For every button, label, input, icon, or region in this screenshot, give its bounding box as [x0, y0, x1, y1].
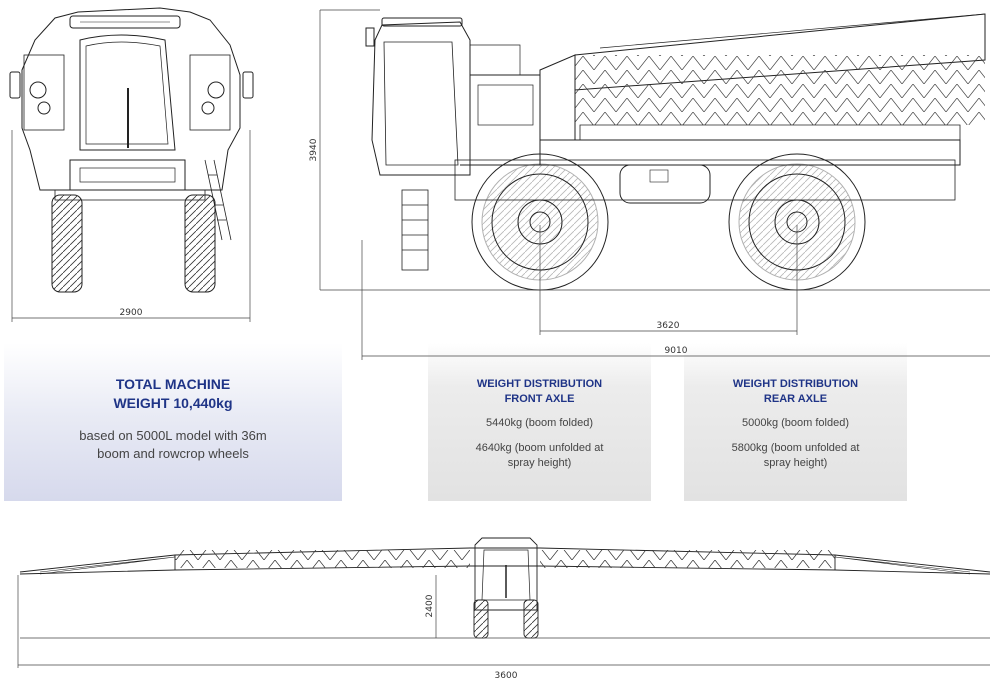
height-label: 3940	[309, 138, 319, 161]
total-weight-title-line2: WEIGHT 10,440kg	[113, 395, 233, 411]
wheelbase-label: 3620	[657, 321, 680, 331]
boom-width-label: 3600	[495, 671, 518, 680]
side-view-drawing	[365, 13, 986, 291]
wheelbase-dimension	[539, 225, 798, 335]
boom-unfolded-drawing	[19, 537, 990, 639]
total-weight-panel: TOTAL MACHINE WEIGHT 10,440kg based on 5…	[4, 343, 342, 501]
total-weight-desc-line2: boom and rowcrop wheels	[97, 446, 249, 461]
front-axle-folded: 5440kg (boom folded)	[485, 417, 593, 429]
rear-axle-title-line1: WEIGHT DISTRIBUTION	[732, 378, 859, 390]
front-axle-unfolded-line1: 4640kg (boom unfolded at	[475, 442, 604, 454]
total-weight-desc-line1: based on 5000L model with 36m	[79, 428, 267, 443]
total-weight-title-line1: TOTAL MACHINE	[115, 376, 231, 392]
front-axle-title-line2: FRONT AXLE	[504, 393, 575, 405]
rear-axle-unfolded-line1: 5800kg (boom unfolded at	[731, 442, 860, 454]
rear-axle-unfolded-line2: spray height)	[763, 457, 828, 469]
front-axle-panel: WEIGHT DISTRIBUTION FRONT AXLE 5440kg (b…	[428, 343, 651, 501]
rear-axle-title-line2: REAR AXLE	[763, 393, 828, 405]
length-dimension	[361, 240, 990, 360]
boom-width-dimension	[17, 575, 990, 668]
front-width-label: 2900	[120, 308, 143, 318]
front-width-dimension	[11, 130, 251, 322]
rear-axle-folded: 5000kg (boom folded)	[741, 417, 849, 429]
boom-height-label: 2400	[425, 594, 435, 617]
height-dimension	[319, 9, 380, 290]
length-label: 9010	[665, 346, 688, 356]
front-axle-title-line1: WEIGHT DISTRIBUTION	[476, 378, 603, 390]
front-axle-unfolded-line2: spray height)	[507, 457, 572, 469]
front-view-drawing	[9, 7, 254, 293]
rear-axle-panel: WEIGHT DISTRIBUTION REAR AXLE 5000kg (bo…	[684, 343, 907, 501]
